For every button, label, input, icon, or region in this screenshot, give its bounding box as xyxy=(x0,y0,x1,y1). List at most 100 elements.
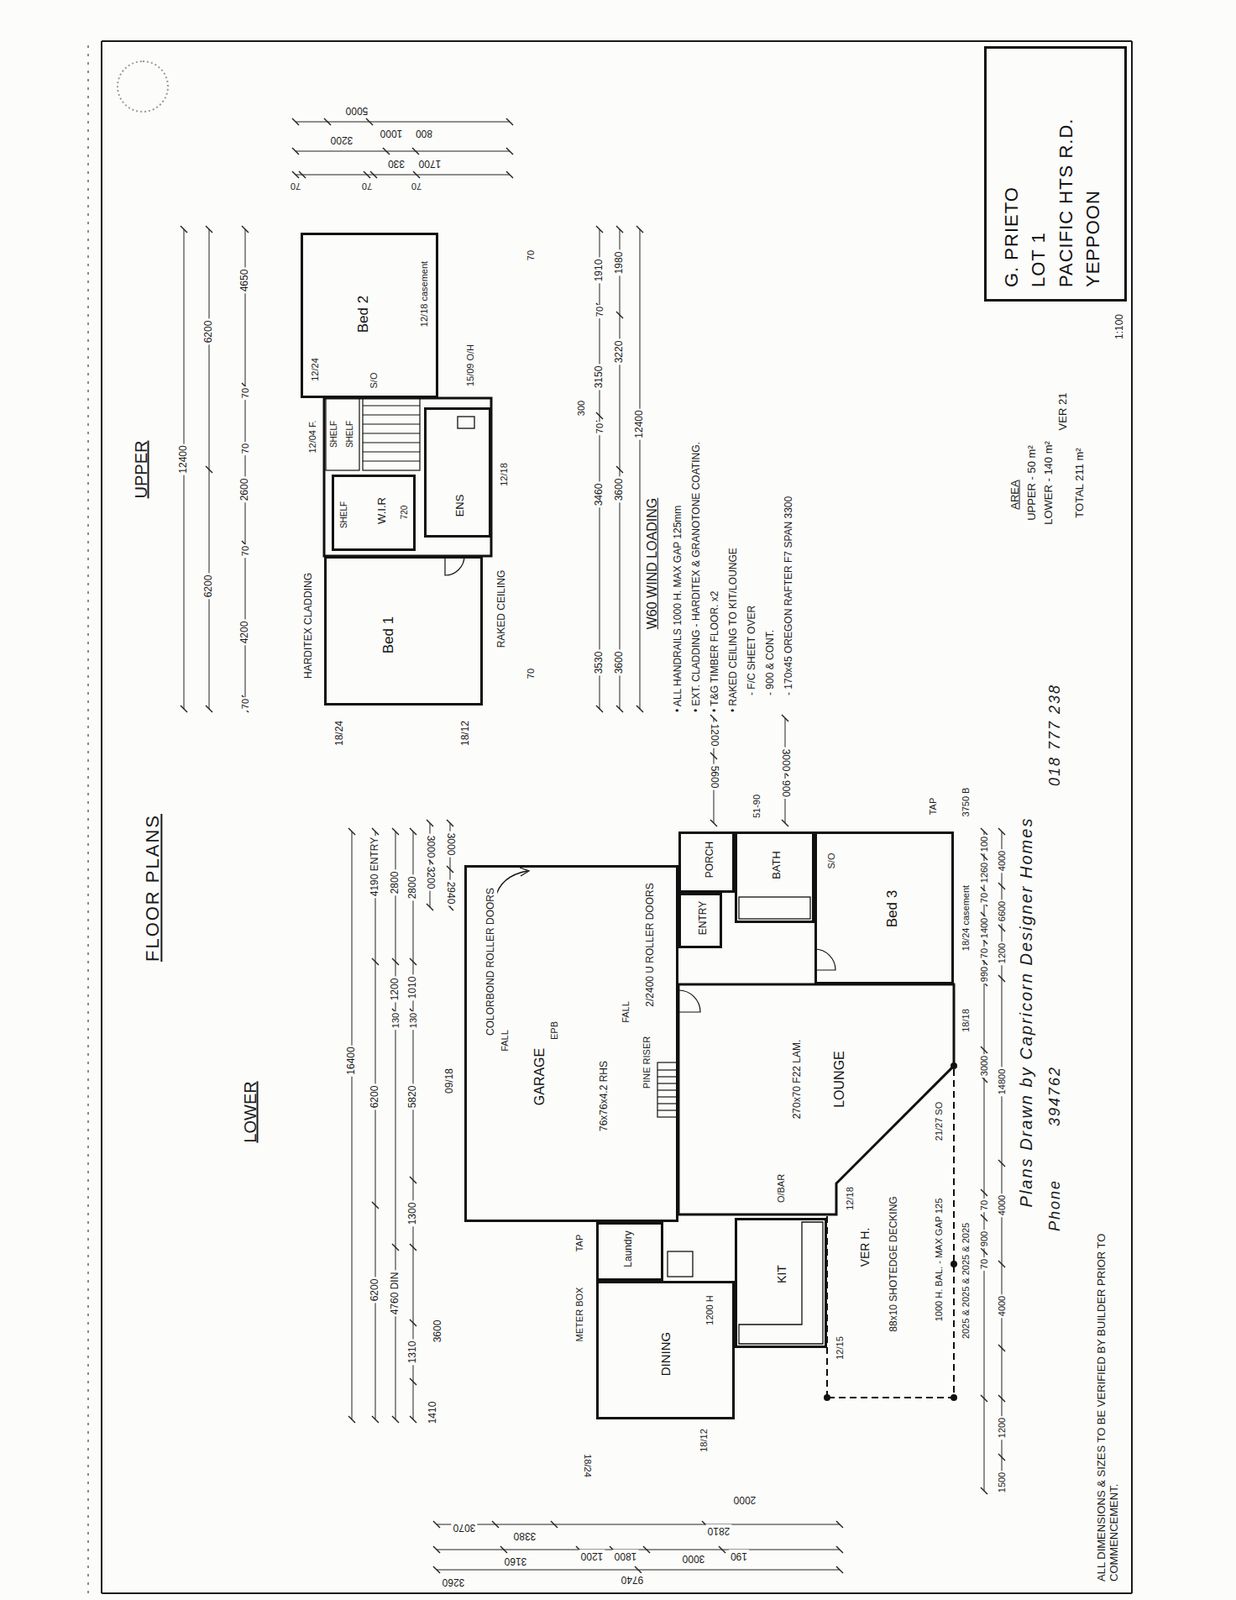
sheet-frame xyxy=(1131,41,1133,1593)
dimension-label: 1200 xyxy=(579,1549,606,1561)
annotation-label: 2/2400 U ROLLER DOORS xyxy=(644,880,657,1008)
annotation-label: - F/C SHEET OVER xyxy=(746,603,759,697)
annotation-label: 1200 H xyxy=(704,1293,716,1326)
dimension-label: 70 xyxy=(525,666,537,681)
dimension-label: 1800 xyxy=(612,1549,639,1561)
sheet-frame xyxy=(100,41,103,1593)
dimension-line xyxy=(550,1520,558,1528)
dimension-label: 70 xyxy=(979,1256,990,1271)
dimension-line xyxy=(180,705,188,713)
room-label: PORCH xyxy=(702,841,715,878)
dimension-label: 16400 xyxy=(345,1044,358,1076)
dimension-line xyxy=(426,903,434,911)
dimension-line xyxy=(412,147,419,155)
dimension-line xyxy=(433,1565,440,1573)
stair-symbol xyxy=(362,450,420,452)
upper-walls xyxy=(324,398,492,556)
annotation-label: O/BAR xyxy=(775,1172,787,1205)
dimension-label: 12400 xyxy=(178,443,190,475)
dimension-line xyxy=(506,147,514,155)
room-box: BATH xyxy=(734,831,815,923)
dimension-label: 70 xyxy=(979,1198,990,1212)
sheet-frame xyxy=(101,40,1132,42)
dimension-label: 1200 xyxy=(996,941,1008,965)
annotation-label: - 170x45 OREGON RAFTER F7 SPAN 3300 xyxy=(783,494,796,697)
annotation-label: S/O xyxy=(826,851,838,871)
dimension-line xyxy=(998,1159,1006,1167)
annotation-label: S/O xyxy=(368,371,380,391)
dimension-line xyxy=(366,118,373,126)
dimension-line xyxy=(371,1415,379,1423)
dimension-line xyxy=(596,225,603,233)
room-box: ENS xyxy=(424,407,492,538)
dimension-label: 70 xyxy=(240,441,252,456)
drawing-title: FLOOR PLANS xyxy=(141,811,163,964)
stair-symbol xyxy=(657,1068,677,1070)
dimension-line xyxy=(348,827,356,835)
room-label: ENTRY xyxy=(696,900,709,935)
dimension-line xyxy=(980,827,988,835)
room-label-group: Bed 2 xyxy=(355,295,372,333)
dimension-line xyxy=(370,171,378,179)
room-label-group: DINING xyxy=(658,1331,674,1377)
dimension-line xyxy=(348,1415,356,1423)
dimension-label: 70 xyxy=(525,248,537,262)
room-label-group: Bed 3 xyxy=(884,890,901,927)
annotation-label: SHELF xyxy=(345,418,356,450)
stair-symbol xyxy=(362,404,420,406)
dimension-label: 9740 xyxy=(619,1572,646,1585)
dimension-label: 3000 xyxy=(779,747,791,774)
dimension-label: 3000 xyxy=(680,1551,708,1564)
dimension-line xyxy=(413,171,420,179)
dimension-line xyxy=(324,118,331,126)
dimension-label: 70 xyxy=(594,421,606,435)
room-label-group: ENTRY xyxy=(696,900,709,935)
annotation-label: 15/09 O/H xyxy=(465,342,477,388)
dimension-line xyxy=(710,819,718,827)
dimension-line xyxy=(634,1565,642,1573)
dimension-line xyxy=(446,865,454,873)
dimension-label: 330 xyxy=(386,157,407,169)
dimension-label: 70 xyxy=(594,304,606,319)
dimension-line xyxy=(980,1394,988,1402)
dimension-label: 900 xyxy=(779,778,791,799)
stair-symbol xyxy=(657,1095,677,1097)
stair-symbol xyxy=(362,460,420,461)
room-box: ENTRY xyxy=(678,892,723,948)
dimension-label: 100 xyxy=(979,834,990,854)
room-label: ENS xyxy=(453,494,467,518)
sheet-frame xyxy=(101,41,1132,1593)
annotation-label: • EXT. CLADDING - HARDITEX & GRANOTONE C… xyxy=(691,439,703,714)
dimension-label: 3150 xyxy=(593,364,606,391)
dimension-line xyxy=(710,752,718,760)
dimension-line xyxy=(298,171,306,179)
dimension-line xyxy=(409,1415,417,1423)
room-outline xyxy=(678,984,954,1215)
dimension-label: 70 xyxy=(240,386,252,400)
room-outline xyxy=(678,984,954,1215)
dimension-label: 18/24 xyxy=(334,718,346,748)
dimension-label: 1010 xyxy=(407,974,419,1001)
dimension-line xyxy=(596,412,603,419)
annotation-label: UPPER - 50 m² xyxy=(1026,443,1039,523)
room-label: Bed 3 xyxy=(884,890,901,927)
dimension-line xyxy=(836,1545,844,1553)
dimension-line xyxy=(205,225,213,233)
dimension-line xyxy=(781,819,789,827)
annotation-label: PINE RISER xyxy=(641,1034,653,1090)
annotation-label: FALL xyxy=(499,1027,511,1053)
annotation-label: 88x10 SHOTEDGE DECKING xyxy=(888,1194,901,1333)
dimension-line xyxy=(492,1520,499,1528)
room-label-group: VER H. xyxy=(858,1227,873,1268)
stair-symbol xyxy=(362,441,420,443)
dimension-line xyxy=(998,1453,1006,1461)
room-box: KIT xyxy=(734,1217,828,1348)
verandah-outline xyxy=(827,1065,954,1398)
dimension-label: 70 xyxy=(979,890,990,905)
leader-line xyxy=(495,867,529,898)
dimension-line xyxy=(295,151,510,152)
room-label-group: ENS xyxy=(453,494,467,518)
annotation-label: • ALL HANDRAILS 1000 H. MAX GAP 125mm xyxy=(672,503,685,714)
annotation-label: EPB xyxy=(549,1019,561,1042)
